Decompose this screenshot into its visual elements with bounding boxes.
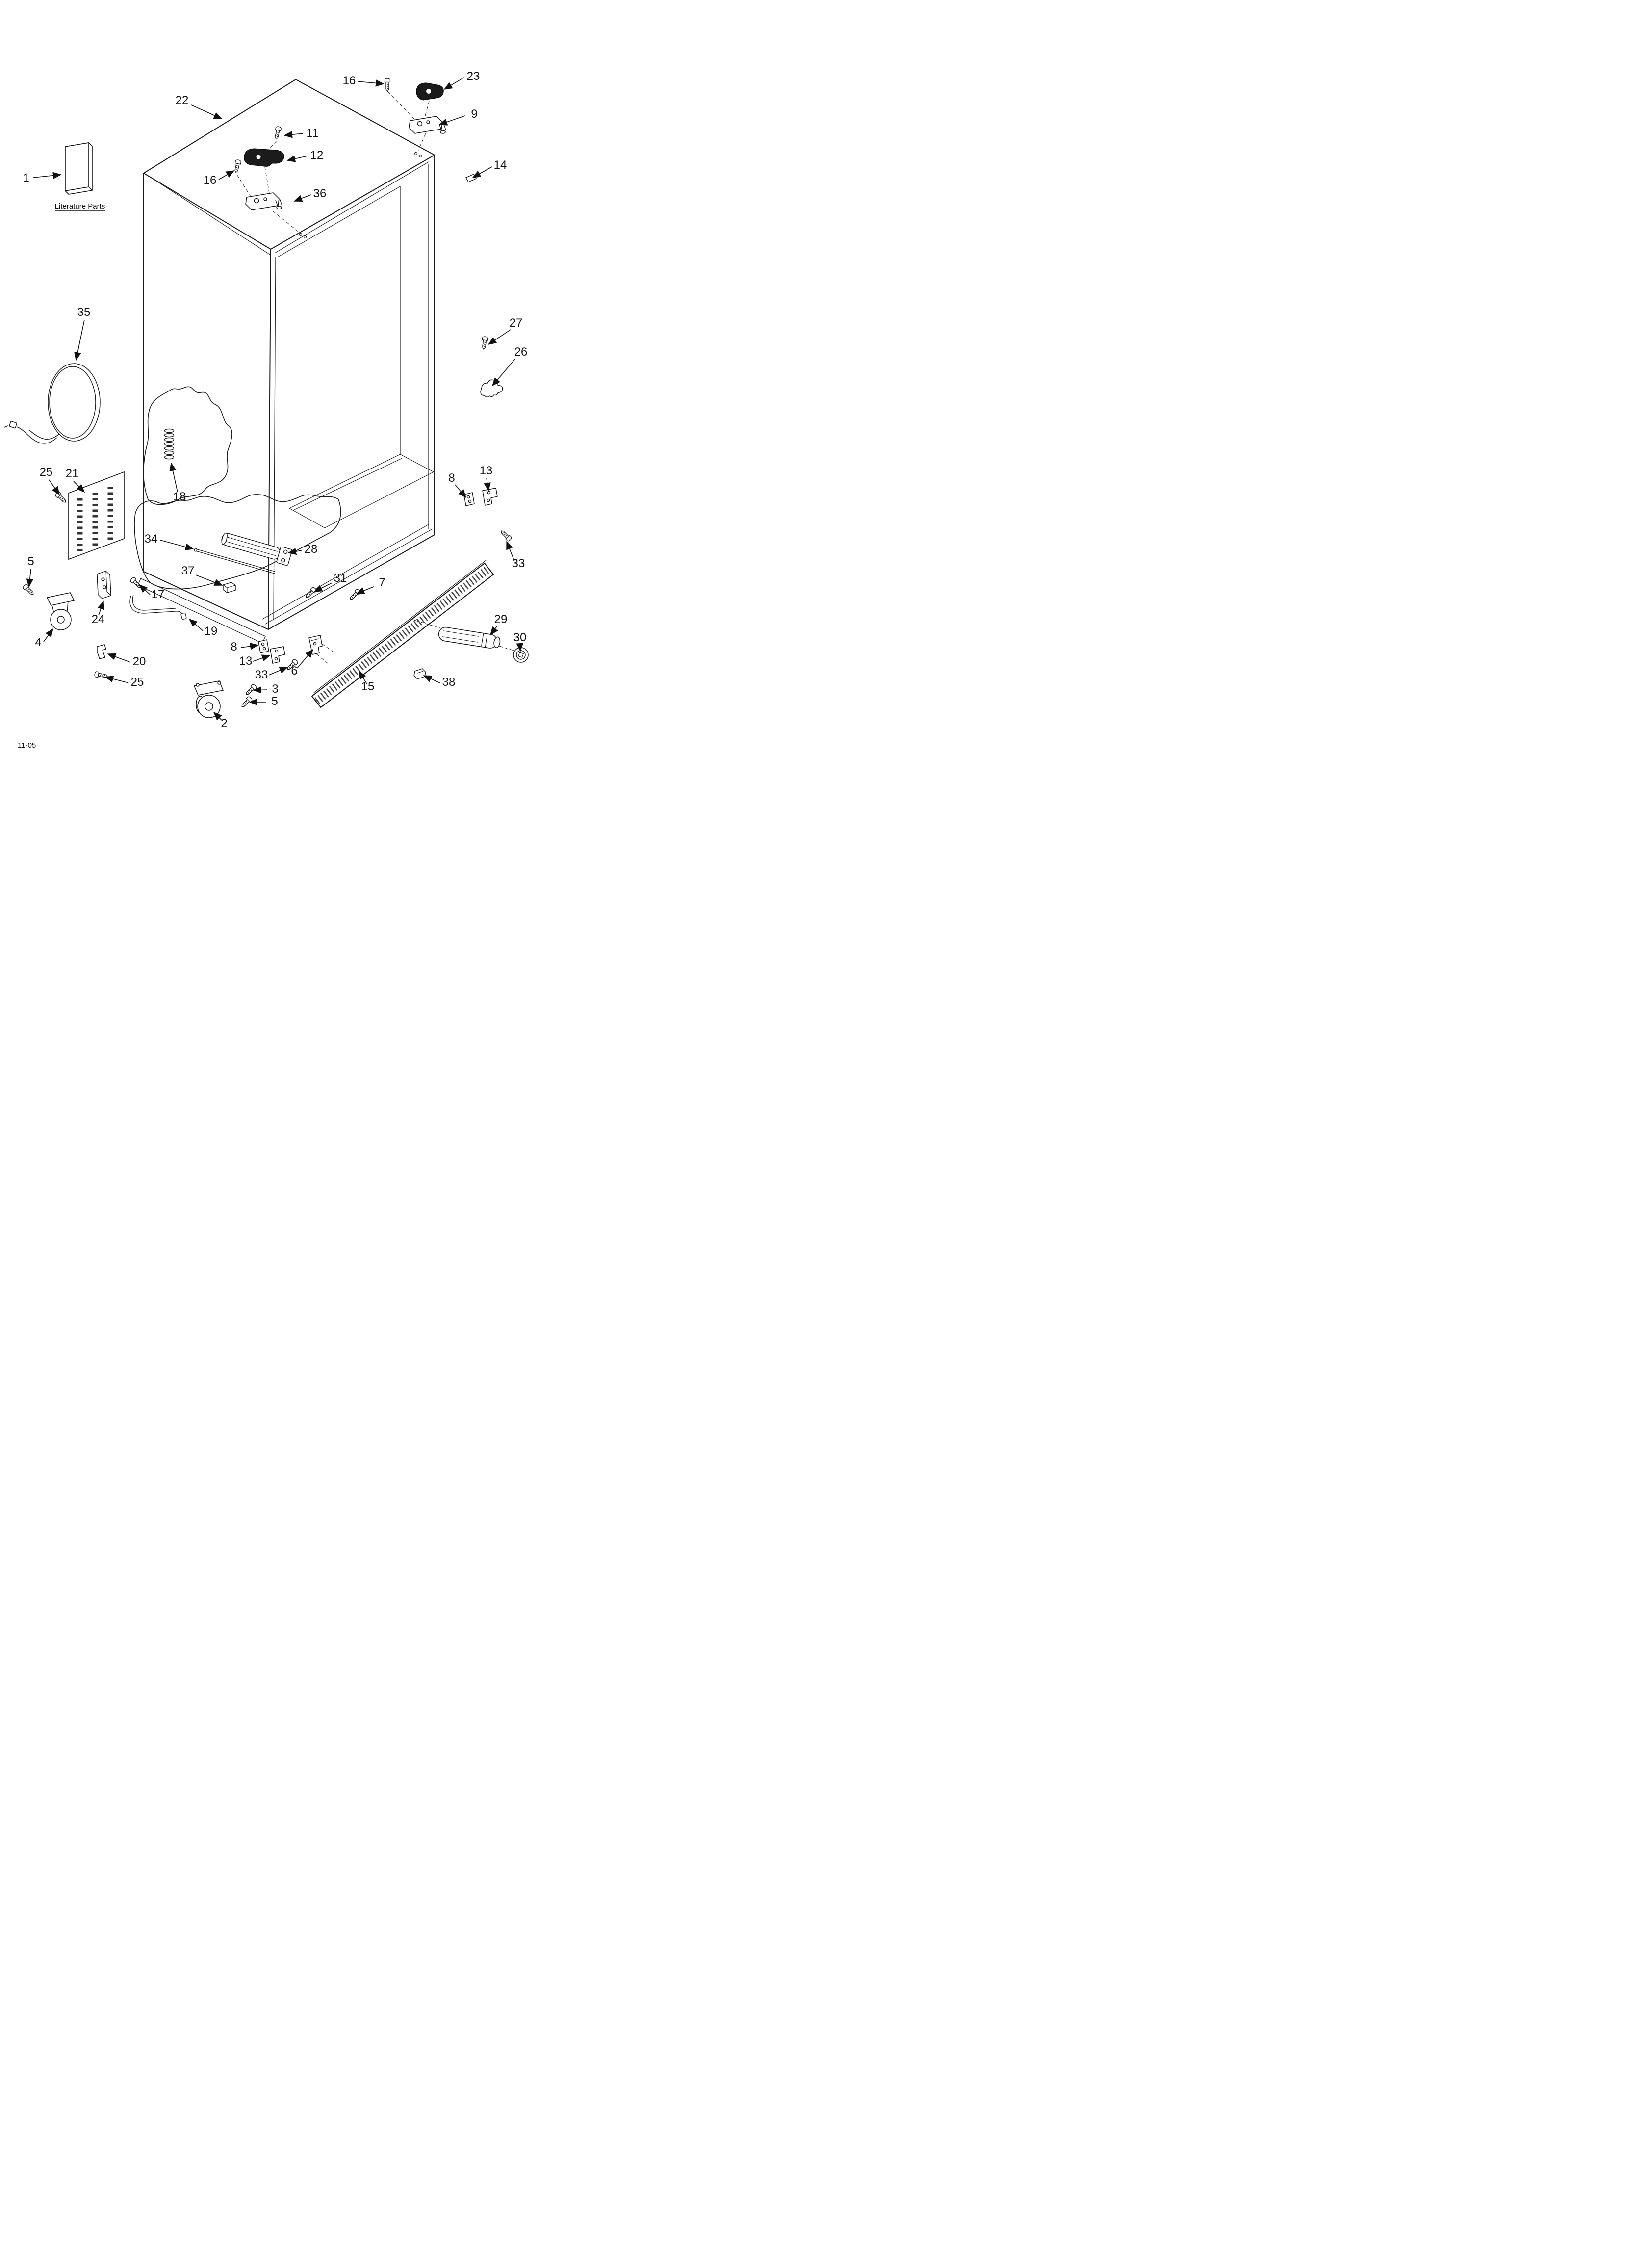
clamp-26 [480,379,503,397]
page-date-code: 11-05 [18,741,36,750]
callout-33-bottom: 33 [255,668,268,681]
clip-38 [413,668,426,679]
callout-13-right: 13 [480,464,493,477]
callout-35: 35 [77,306,91,319]
hinge-36 [245,192,282,210]
bracket-13-bottom [270,646,285,664]
clip-20 [97,644,106,659]
vent-panel-21 [68,471,125,560]
bottom-pan-outline [134,494,341,590]
callout-16-mid: 16 [204,174,217,187]
callout-27: 27 [510,316,523,330]
callout-31: 31 [334,572,347,585]
hinge-9 [409,116,446,134]
callout-37: 37 [181,564,195,577]
callout-18: 18 [173,490,186,503]
water-filter-29 [438,626,501,649]
drain-tube-19 [129,594,187,620]
callout-7: 7 [379,576,385,589]
callout-21: 21 [66,467,79,480]
callout-16-top: 16 [343,74,356,87]
callout-8-right: 8 [448,471,455,485]
callout-25-left: 25 [40,466,53,479]
filter-cap-30 [513,647,529,663]
callout-4: 4 [35,636,41,649]
callout-38: 38 [442,676,456,689]
callout-11: 11 [307,127,319,140]
callout-29: 29 [494,613,508,626]
callout-22: 22 [176,94,189,107]
tube-34 [194,548,276,574]
left-panel-cutout [143,386,232,505]
spring-18 [164,428,175,460]
callout-25-bottom: 25 [131,676,144,689]
clip-14 [465,174,477,182]
callout-5-left: 5 [27,555,34,568]
callout-28: 28 [305,543,318,556]
callout-labels: 16 23 9 22 11 12 16 36 14 1 35 27 26 25 … [23,70,527,730]
leader-arrows [26,77,523,721]
callout-19: 19 [205,625,218,638]
caster-2 [193,680,224,718]
callout-34: 34 [145,532,158,546]
base-grille-15 [311,560,494,708]
parts-diagram-page: 16 23 9 22 11 12 16 36 14 1 35 27 26 25 … [0,0,547,756]
callout-23: 23 [467,70,480,83]
bracket-8-bottom [258,639,269,653]
callout-3: 3 [272,682,278,696]
callout-9: 9 [471,107,477,121]
block-37 [223,582,236,593]
callout-14: 14 [494,158,507,172]
cabinet-parts-diagram: 16 23 9 22 11 12 16 36 14 1 35 27 26 25 … [4,70,529,750]
callout-30: 30 [513,631,527,644]
tube-assembly-28 [221,532,292,566]
bracket-8-right [463,492,475,506]
callout-2: 2 [221,717,227,730]
callout-24: 24 [92,613,105,626]
callout-1: 1 [23,171,29,184]
hinge-bracket-24 [97,571,111,599]
hinge-cap-23 [416,82,444,101]
bracket-13-right [482,488,498,506]
callout-33-right: 33 [512,557,525,570]
cabinet-outline [143,79,435,630]
tubing-coil-35 [4,363,101,444]
callout-13-bottom: 13 [239,654,253,668]
callout-6: 6 [291,664,297,678]
callout-15: 15 [361,680,375,693]
literature-parts-label: Literature Parts [55,202,105,210]
assembly-dash-lines [236,91,430,664]
callout-36: 36 [313,187,327,200]
literature-book [65,142,93,195]
hinge-cap-12 [244,148,284,167]
callout-8-bottom: 8 [231,640,237,653]
callout-26: 26 [514,345,528,359]
caster-4 [46,592,75,630]
callout-12: 12 [310,149,324,162]
callout-17: 17 [152,588,165,601]
callout-5-bottom: 5 [271,695,278,708]
callout-20: 20 [133,655,146,668]
